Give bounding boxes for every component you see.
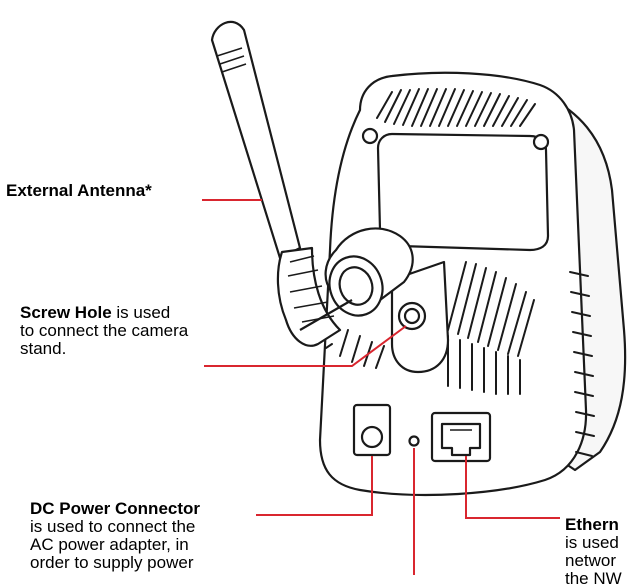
label-ethernet-line4: the NW: [565, 569, 622, 588]
leader-dc: [256, 456, 373, 516]
label-screw-hole-line2: to connect the camera: [20, 321, 189, 340]
camera-diagram: [202, 20, 627, 575]
label-external-antenna-title: External Antenna*: [6, 181, 152, 200]
antenna: [210, 20, 384, 347]
label-screw-hole-line3: stand.: [20, 339, 67, 358]
label-external-antenna: External Antenna*: [6, 182, 152, 200]
label-screw-hole-title: Screw Hole: [20, 303, 112, 322]
leader-ethernet: [465, 456, 560, 519]
label-ethernet-line2: is used: [565, 533, 619, 552]
label-ethernet-line3: networ: [565, 551, 617, 570]
label-dc-power-title-line: DC Power Connector: [30, 500, 200, 518]
label-dc-power: DC Power Connector is used to connect th…: [30, 500, 200, 572]
label-screw-hole-line1: Screw Hole is used: [20, 304, 188, 322]
label-ethernet-title: Ethern: [565, 515, 619, 534]
label-screw-hole-rest: is used: [111, 303, 171, 322]
camera-body: [318, 71, 627, 497]
leader-lines: [202, 199, 560, 575]
label-dc-power-line2: is used to connect the: [30, 517, 196, 536]
label-ethernet-title-line: Ethern: [565, 516, 622, 534]
label-ethernet: Ethern is used networ the NW: [565, 516, 622, 588]
label-dc-power-line3: AC power adapter, in: [30, 535, 189, 554]
leader-screw: [204, 325, 407, 367]
label-dc-power-line4: order to supply power: [30, 553, 194, 572]
label-dc-power-title: DC Power Connector: [30, 499, 201, 518]
label-screw-hole: Screw Hole is used to connect the camera…: [20, 304, 188, 358]
